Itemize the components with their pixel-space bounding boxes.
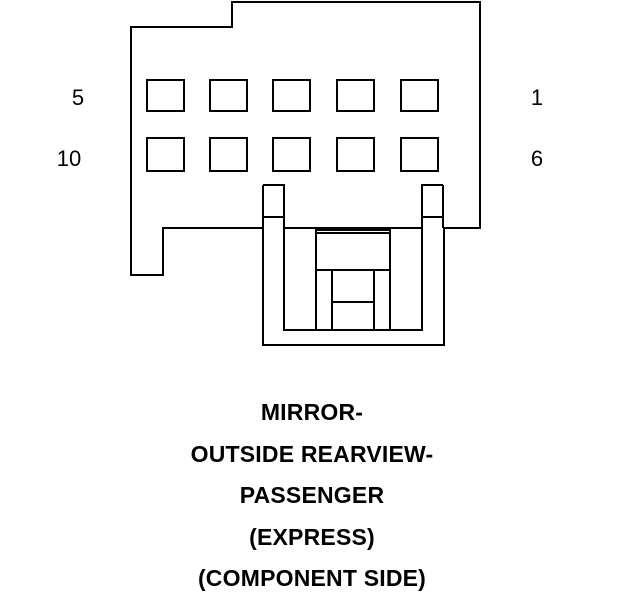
pin-cavity-10 xyxy=(146,137,185,172)
pin-label-6: 6 xyxy=(531,146,543,171)
pin-cavity-8 xyxy=(272,137,311,172)
pin-cavity-3 xyxy=(272,79,311,112)
caption-line-3: PASSENGER xyxy=(239,482,385,508)
pin-cavity-1 xyxy=(400,79,439,112)
pin-cavity-7 xyxy=(336,137,375,172)
pin-cavity-6 xyxy=(400,137,439,172)
pin-label-10: 10 xyxy=(57,146,81,171)
pin-label-1: 1 xyxy=(531,85,543,110)
pin-cavity-4 xyxy=(209,79,248,112)
latch-left-arm xyxy=(263,184,443,331)
pin-cavity-9 xyxy=(209,137,248,172)
connector-housing-outline xyxy=(130,1,481,346)
locking-latch xyxy=(262,184,444,331)
pin-label-5: 5 xyxy=(72,85,84,110)
diagram-caption: MIRROR- OUTSIDE REARVIEW- PASSENGER (EXP… xyxy=(0,392,624,600)
latch-center-block xyxy=(315,229,391,331)
caption-line-2: OUTSIDE REARVIEW- xyxy=(190,440,434,467)
caption-line-4: (EXPRESS) xyxy=(249,523,375,550)
pin-cavity-2 xyxy=(336,79,375,112)
connector-diagram: 5 1 10 6 xyxy=(57,1,543,346)
caption-line-5: (COMPONENT SIDE) xyxy=(197,565,427,591)
caption-line-1: MIRROR- xyxy=(260,399,364,425)
pin-cavity-5 xyxy=(146,79,185,112)
